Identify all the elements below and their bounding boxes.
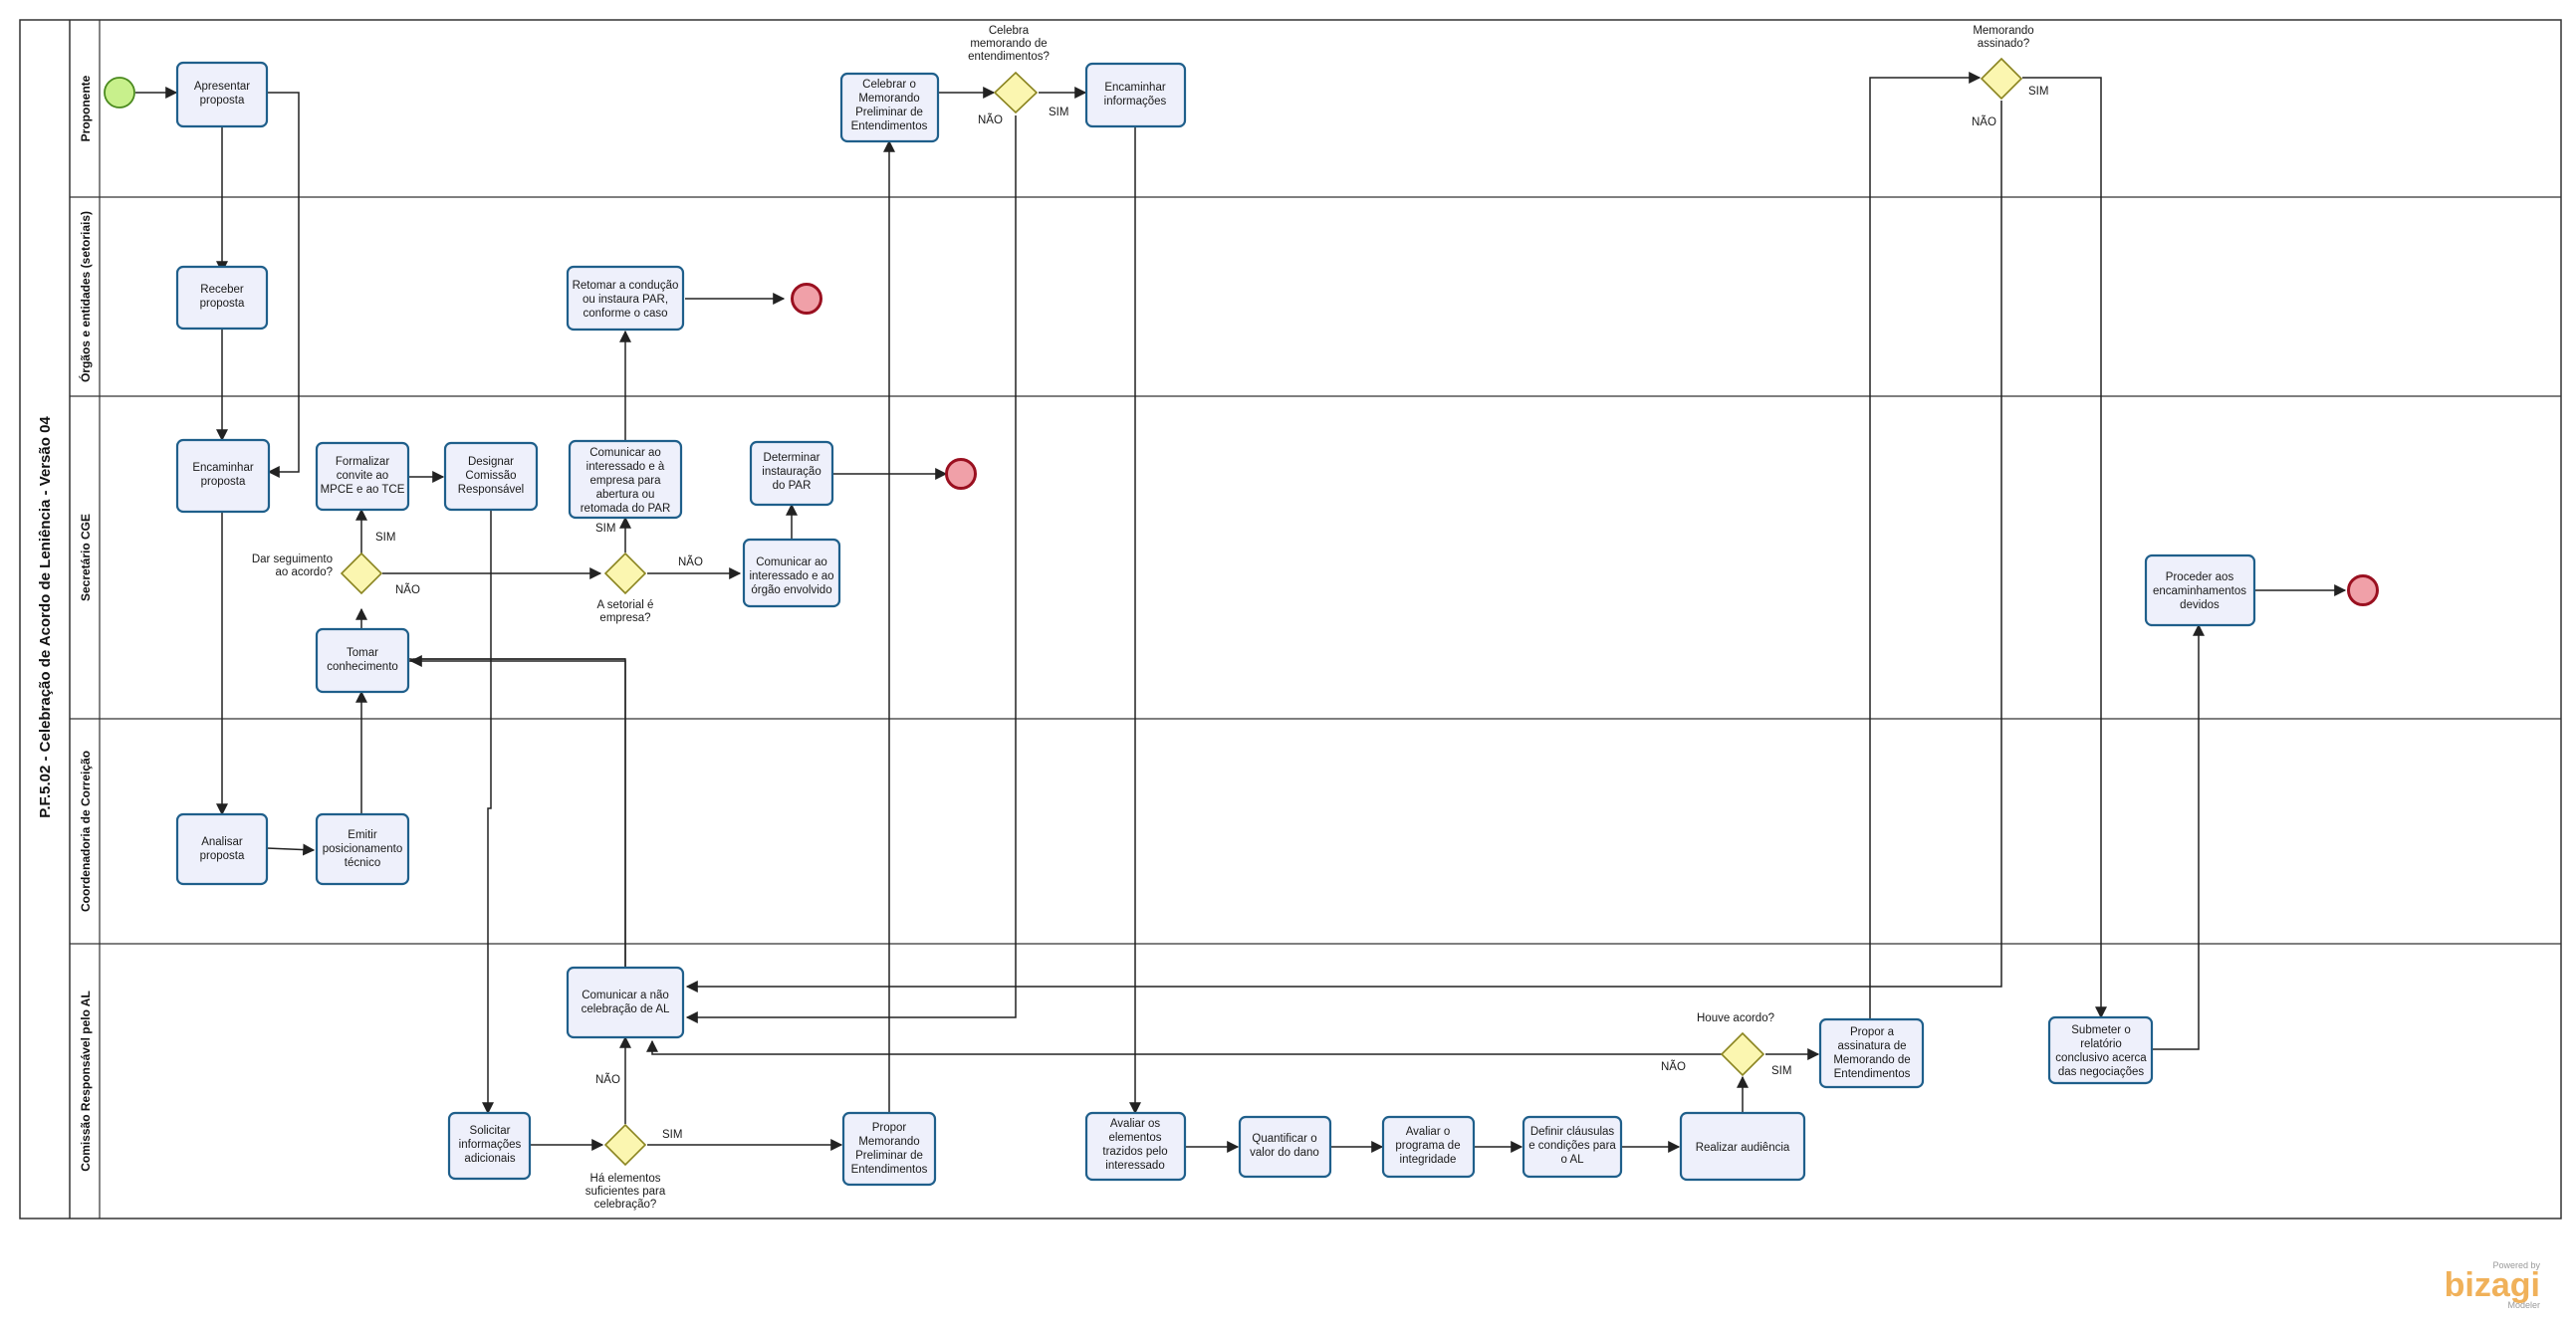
flow-label-sim: SIM [595, 523, 615, 535]
flow-label-nao: NÃO [595, 1073, 620, 1086]
lane-label-secretario: Secretário CGE [79, 514, 93, 601]
flow-label-nao: NÃO [395, 583, 420, 596]
flow-label-nao: NÃO [678, 555, 703, 568]
lane-label-coordenadoria: Coordenadoria de Correição [79, 751, 93, 912]
brand-powered: Powered by [2492, 1260, 2540, 1270]
lane-label-orgaos: Órgãos e entidades (setoriais) [78, 211, 93, 382]
svg-text:Realizar audiência: Realizar audiência [1696, 1142, 1790, 1154]
bizagi-brand: Powered by bizagi Modeler [2445, 1260, 2540, 1310]
bizagi-logo: bizagi [2444, 1266, 2540, 1304]
flow-label-sim: SIM [1049, 107, 1068, 118]
flow-label-nao: NÃO [1972, 115, 1996, 128]
lane-label-proponente: Proponente [79, 75, 93, 141]
gateways [340, 57, 2023, 1167]
gateway-suficientes [603, 1123, 647, 1167]
sequence-flows [135, 72, 2347, 1153]
pool-title: P.F.5.02 - Celebração de Acordo de Leniê… [37, 416, 54, 818]
flow-label-sim: SIM [662, 1129, 682, 1141]
flow-label-nao: NÃO [978, 113, 1003, 126]
flow-label-sim: SIM [2028, 86, 2048, 98]
start-event [104, 77, 135, 109]
task-realizar: Realizar audiência [1679, 1111, 1806, 1182]
gateway-houve [1720, 1031, 1765, 1077]
gateway-seguimento [340, 552, 383, 595]
brand-product: Modeler [2507, 1300, 2540, 1310]
flow-label-nao: NÃO [1661, 1060, 1686, 1073]
end-event [791, 283, 822, 315]
gateway-label-houve: Houve acordo? [1697, 1012, 1774, 1024]
flow-label-sim: SIM [1771, 1065, 1791, 1077]
lane-label-comissao: Comissão Responsável pelo AL [79, 991, 93, 1172]
gateway-celebra [993, 71, 1039, 114]
end-event [945, 458, 977, 490]
gateway-setorial [603, 552, 647, 595]
end-event [2347, 574, 2379, 606]
gateway-assinado [1980, 57, 2023, 101]
flow-label-sim: SIM [375, 532, 395, 544]
events [104, 77, 2379, 606]
